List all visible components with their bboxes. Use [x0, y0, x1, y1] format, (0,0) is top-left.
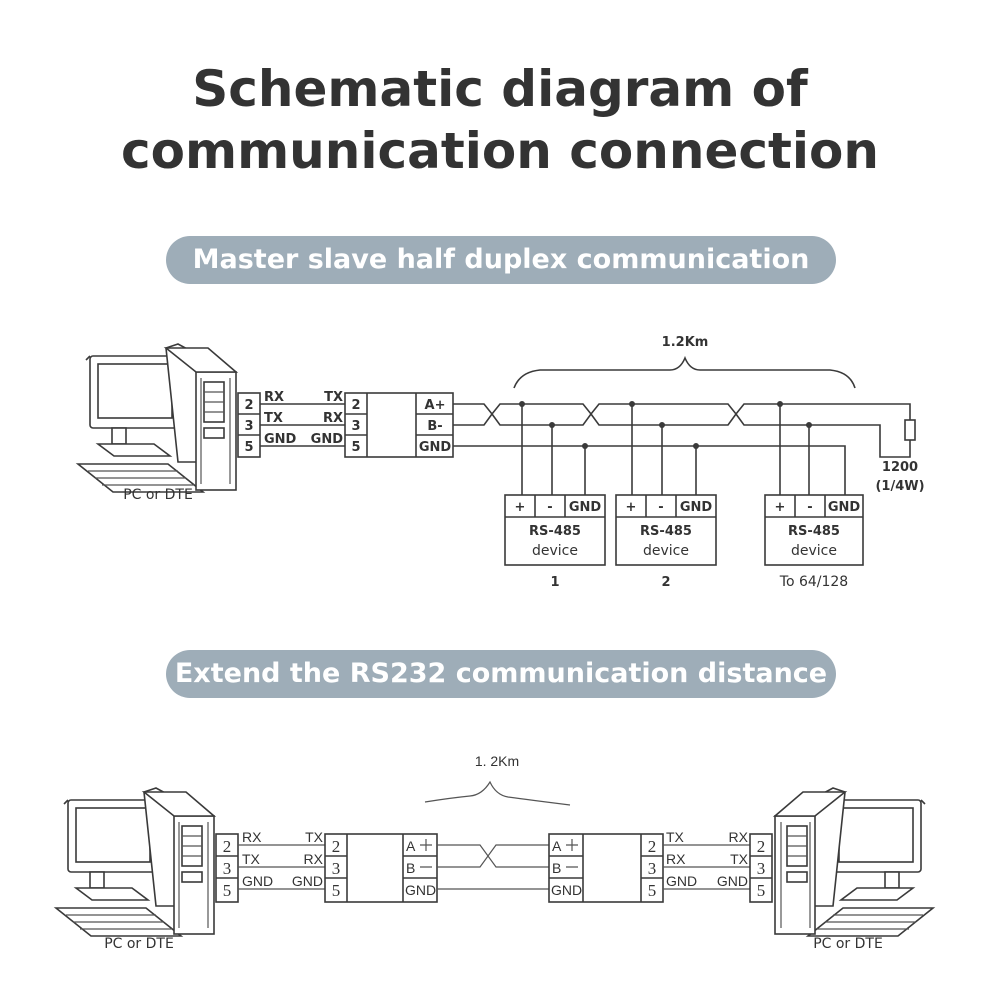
- pc-icon-left-section2: [55, 787, 215, 937]
- pin: 3: [223, 859, 232, 878]
- signal: RX: [304, 851, 324, 867]
- pin: 3: [332, 859, 341, 878]
- pin: 5: [332, 881, 341, 900]
- pc-signal: RX: [264, 390, 284, 405]
- bus-terminal: GND: [419, 440, 452, 455]
- pc-pin: 3: [244, 419, 253, 434]
- distance-brace: [513, 355, 856, 389]
- signal: TX: [666, 829, 685, 845]
- pc-icon-right-section2: [774, 787, 934, 937]
- device-terminal: GND: [680, 500, 713, 515]
- device-name: device: [643, 543, 689, 559]
- pin: 2: [223, 837, 232, 856]
- bus-terminal: A: [552, 838, 562, 854]
- pin: 2: [757, 837, 766, 856]
- bus-terminal: B: [406, 860, 415, 876]
- signal: TX: [242, 851, 261, 867]
- bus-terminal: B: [552, 860, 561, 876]
- terminator-power: (1/4W): [875, 479, 924, 494]
- device-number: 1: [550, 575, 559, 590]
- pin: 3: [648, 859, 657, 878]
- terminator-resistor: [904, 419, 916, 441]
- bus-terminal: GND: [405, 882, 436, 898]
- section-heading-rs232-extend: Extend the RS232 communication distance: [166, 650, 836, 698]
- signal: GND: [666, 873, 697, 889]
- pc-label: PC or DTE: [123, 487, 193, 503]
- signal: GND: [292, 873, 323, 889]
- device-name: device: [791, 543, 837, 559]
- distance-label-2: 1. 2Km: [475, 753, 519, 769]
- device-name: RS-485: [788, 524, 840, 539]
- converter-signal: RX: [323, 411, 343, 426]
- device-number: To 64/128: [779, 574, 848, 590]
- bus-terminal: GND: [551, 882, 582, 898]
- title-line-1: Schematic diagram of: [192, 60, 808, 118]
- bus-terminal: A: [406, 838, 416, 854]
- device-name: RS-485: [640, 524, 692, 539]
- converter-pin: 2: [351, 398, 360, 413]
- pc-icon-section1: [77, 343, 237, 493]
- converter-signal: TX: [324, 390, 343, 405]
- page-title: Schematic diagram of communication conne…: [0, 58, 1000, 182]
- device-terminal: +: [515, 500, 526, 515]
- device-number: 2: [661, 575, 670, 590]
- converter-pin: 3: [351, 419, 360, 434]
- converter-pin: 5: [351, 440, 360, 455]
- pin: 5: [223, 881, 232, 900]
- pin: 2: [332, 837, 341, 856]
- rs485-device-1: + - GND RS-485 device 1: [504, 494, 606, 590]
- distance-label: 1.2Km: [662, 335, 709, 350]
- right-pc-connector: 2 3 5: [749, 833, 773, 903]
- signal: TX: [305, 829, 324, 845]
- rs485-device-2: + - GND RS-485 device 2: [615, 494, 717, 590]
- pc-pin: 5: [244, 440, 253, 455]
- pc-signal: GND: [264, 432, 297, 447]
- left-converter: 2 3 5 A B GND: [324, 833, 438, 903]
- rs485-bus: [453, 401, 916, 495]
- bus-terminal: A+: [425, 398, 446, 413]
- left-pc-connector: 2 3 5: [215, 833, 239, 903]
- signal: GND: [242, 873, 273, 889]
- pin: 3: [757, 859, 766, 878]
- pc-connector-section1: 2 3 5: [237, 392, 261, 458]
- pc-pin: 2: [244, 398, 253, 413]
- right-converter: A B GND 2 3 5: [548, 833, 664, 903]
- signal: TX: [730, 851, 749, 867]
- terminator-value: 1200: [882, 460, 918, 475]
- pin: 5: [757, 881, 766, 900]
- pin: 5: [648, 881, 657, 900]
- distance-brace-2: [424, 780, 571, 806]
- pin: 2: [648, 837, 657, 856]
- device-terminal: +: [775, 500, 786, 515]
- signal: RX: [729, 829, 749, 845]
- device-name: RS-485: [529, 524, 581, 539]
- device-terminal: +: [626, 500, 637, 515]
- section-heading-half-duplex: Master slave half duplex communication: [166, 236, 836, 284]
- extension-bus: [437, 844, 549, 890]
- converter-signal: GND: [311, 432, 344, 447]
- right-pc-label: PC or DTE: [813, 936, 883, 952]
- title-line-2: communication connection: [120, 122, 879, 180]
- rs485-device-n: + - GND RS-485 device To 64/128: [764, 494, 864, 590]
- signal: RX: [666, 851, 686, 867]
- rs232-rs485-converter: 2 3 5 A+ B- GND: [344, 392, 454, 458]
- signal: RX: [242, 829, 262, 845]
- device-terminal: -: [807, 500, 812, 515]
- pc-signal: TX: [264, 411, 283, 426]
- signal: GND: [717, 873, 748, 889]
- bus-terminal: B-: [427, 419, 442, 434]
- device-terminal: GND: [569, 500, 602, 515]
- device-terminal: -: [547, 500, 552, 515]
- device-terminal: GND: [828, 500, 861, 515]
- left-pc-label: PC or DTE: [104, 936, 174, 952]
- device-terminal: -: [658, 500, 663, 515]
- device-name: device: [532, 543, 578, 559]
